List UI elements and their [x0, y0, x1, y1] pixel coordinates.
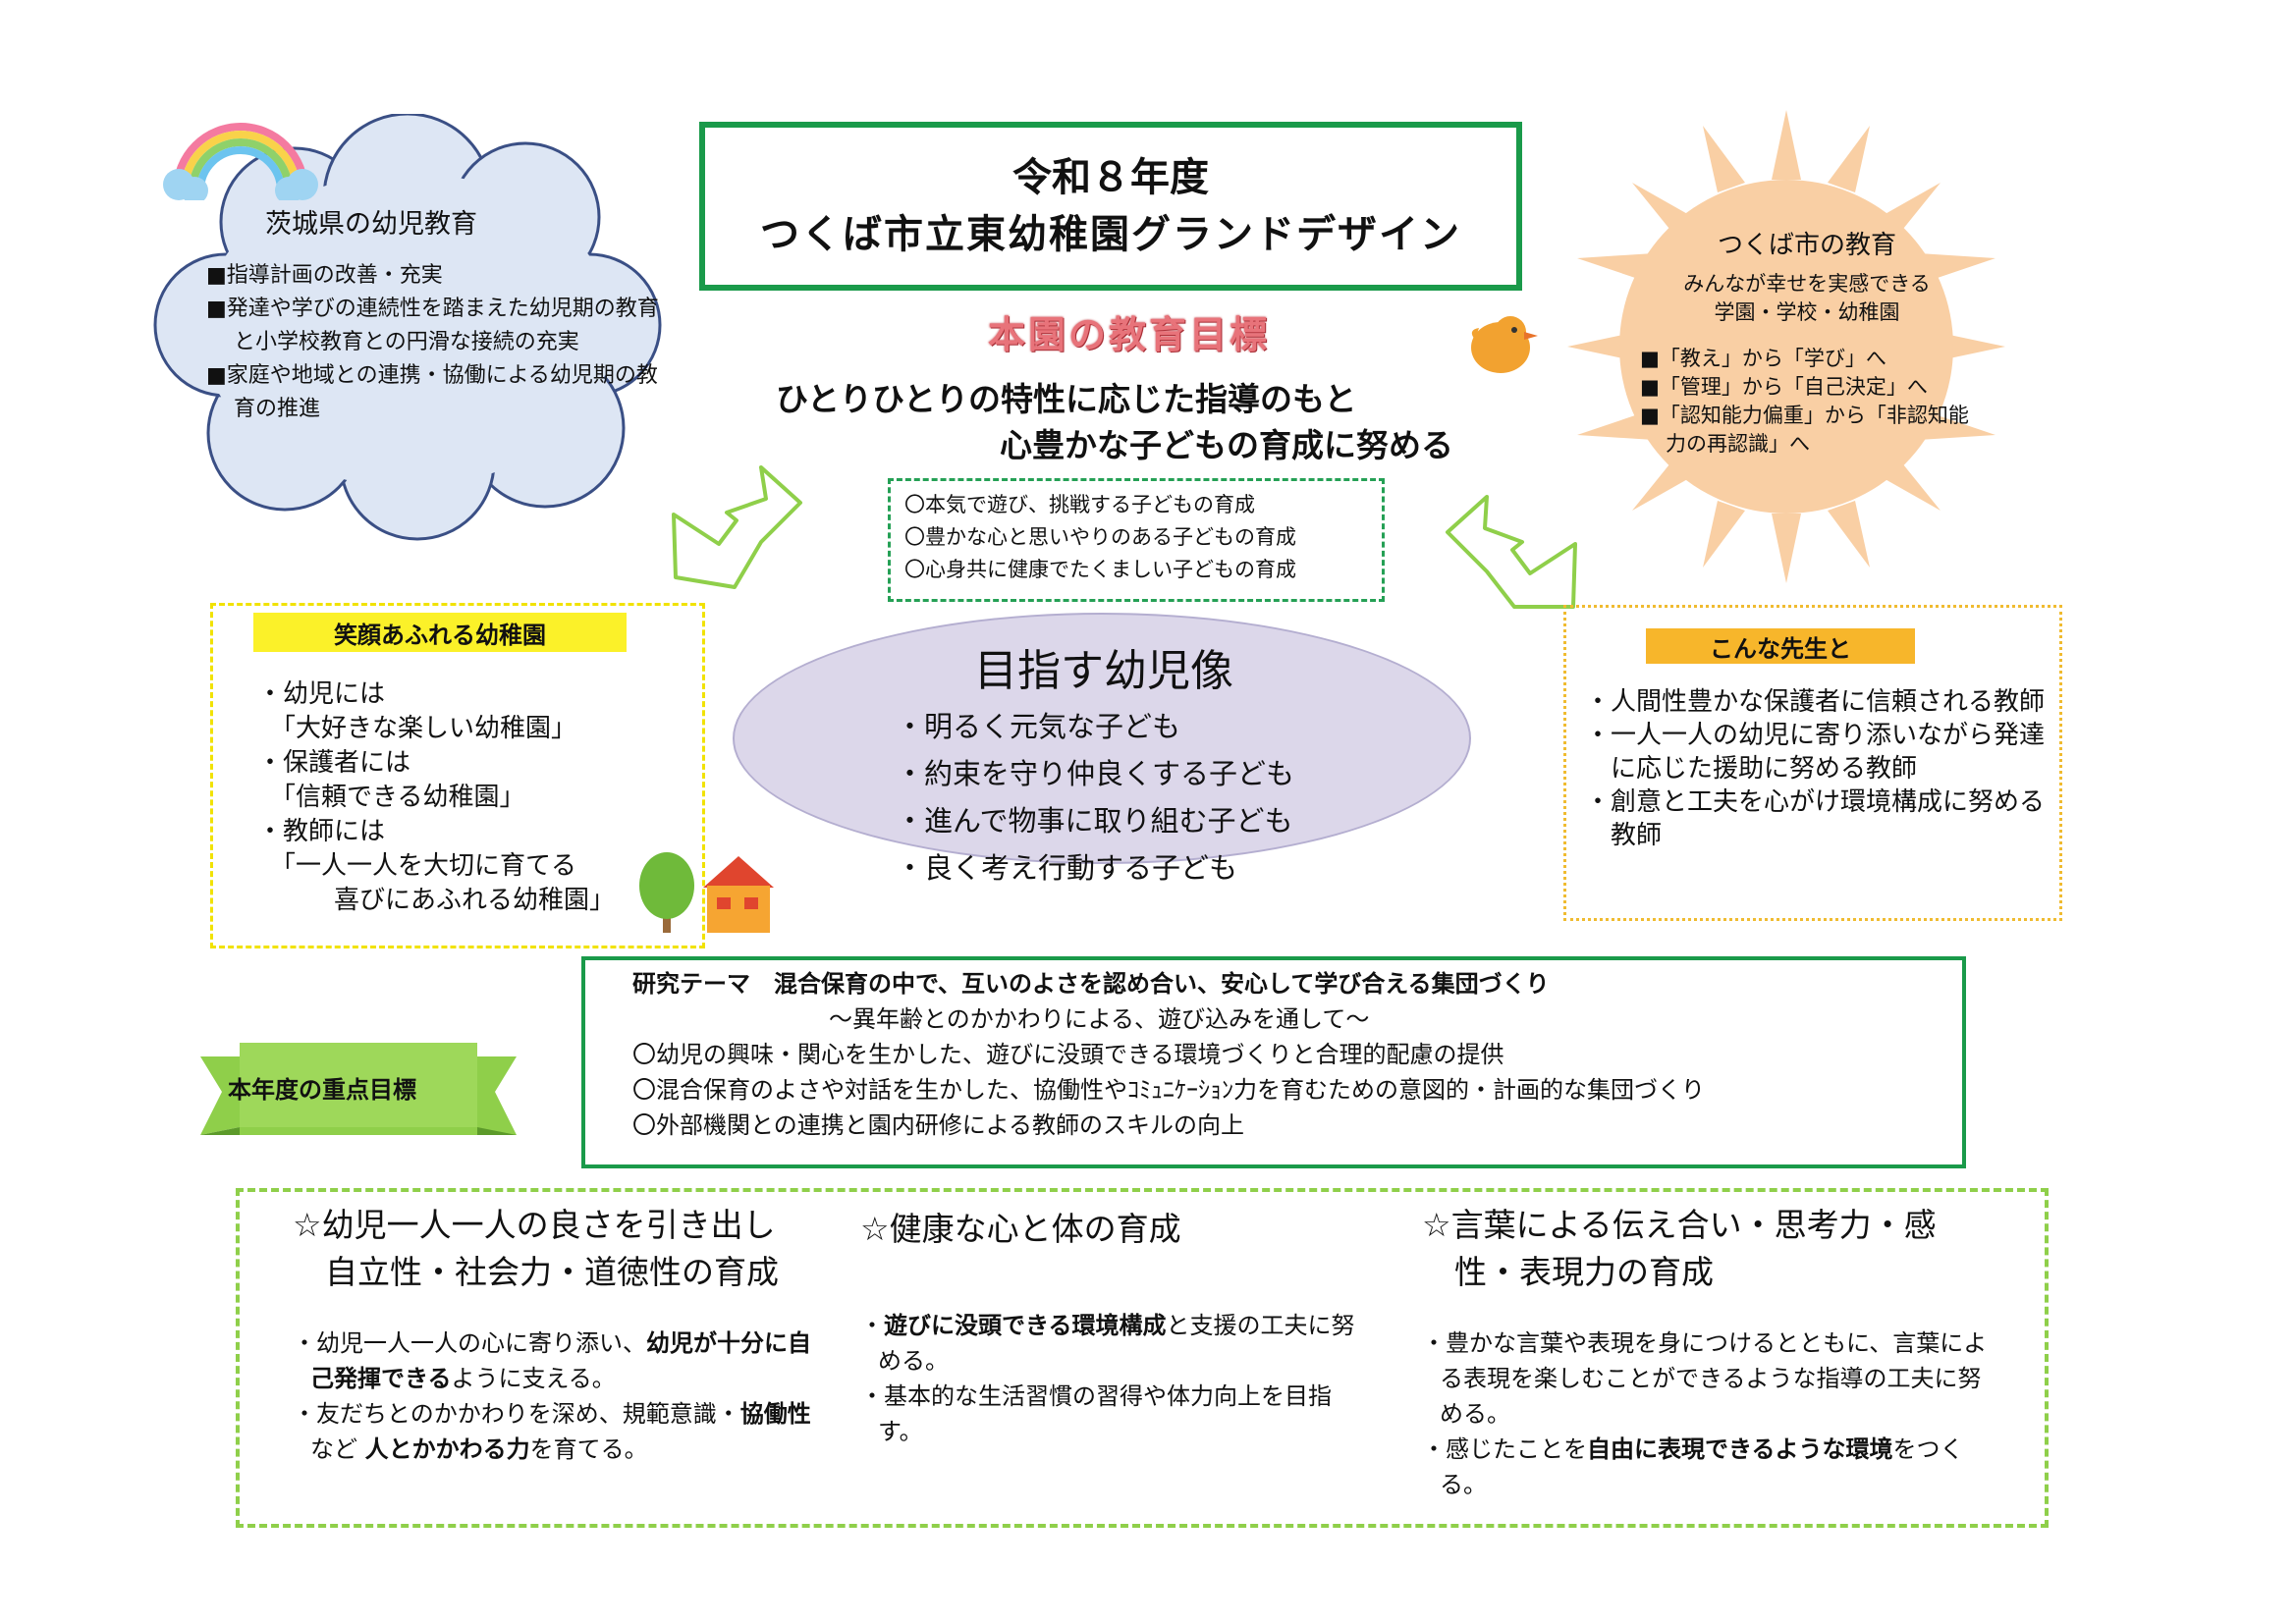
focus-col2-item: ・遊びに没頭できる環境構成と支援の工夫に努める。: [860, 1312, 1355, 1375]
research-theme-title: 研究テーマ 混合保育の中で、互いのよさを認め合い、安心して学び合える集団づくり: [632, 970, 1550, 998]
vision-item: ・約束を守り仲良くする子ども: [896, 757, 1295, 790]
goal-items-box: 〇本気で遊び、挑戦する子どもの育成 〇豊かな心と思いやりのある子どもの育成 〇心…: [888, 478, 1385, 602]
focus-col1-heading-2: 自立性・社会力・道徳性の育成: [293, 1253, 779, 1291]
focus-banner-label: 本年度の重点目標: [228, 1076, 416, 1104]
focus-col1-item: ・友だちとのかかわりを深め、規範意識・協働性など 人とかかわる力を育てる。: [293, 1400, 811, 1463]
teacher-item: ・一人一人の幼児に寄り添いながら発達に応じた援助に努める教師: [1585, 721, 2046, 784]
focus-column-2: ☆健康な心と体の育成 ・遊びに没頭できる環境構成と支援の工夫に努める。 ・基本的…: [860, 1206, 1371, 1449]
focus-col3-item: ・豊かな言葉や表現を身につけるとともに、言葉による表現を楽しむことができるような…: [1422, 1329, 1988, 1428]
focus-box: [236, 1188, 2049, 1528]
research-theme-box: 研究テーマ 混合保育の中で、互いのよさを認め合い、安心して学び合える集団づくり …: [581, 956, 1966, 1168]
goal-item: 〇本気で遊び、挑戦する子どもの育成: [904, 493, 1255, 516]
tsukuba-section: つくば市の教育 みんなが幸せを実感できる 学園・学校・幼稚園 ■「教え」から「学…: [1640, 232, 1974, 459]
smile-text: ・幼児には 「大好きな楽しい幼稚園」 ・保護者には 「信頼できる幼稚園」 ・教師…: [257, 677, 615, 918]
research-theme-subtitle: ～異年齢とのかかわりによる、遊び込みを通して～: [829, 1005, 1370, 1033]
vision-item: ・良く考え行動する子ども: [896, 851, 1238, 885]
teacher-box: [1563, 605, 2062, 921]
focus-col3-heading-2: 性・表現力の育成: [1422, 1253, 1714, 1291]
vision-ellipse: [733, 613, 1471, 864]
cloud-shape: [153, 114, 662, 541]
focus-col3-item: ・感じたことを自由に表現できるような環境をつくる。: [1422, 1435, 1964, 1498]
vision-item: ・明るく元気な子ども: [896, 710, 1181, 743]
research-theme-item: 〇混合保育のよさや対話を生かした、協働性やｺﾐｭﾆｹｰｼｮﾝ力を育むための意図的…: [632, 1076, 1705, 1104]
goal-item: 〇心身共に健康でたくましい子どもの育成: [904, 558, 1296, 581]
tsukuba-line-1: みんなが幸せを実感できる: [1683, 272, 1931, 296]
ibaraki-item: ■指導計画の改善・充実: [206, 263, 443, 288]
ibaraki-item: ■家庭や地域との連携・協働による幼児期の教育の推進: [206, 363, 658, 421]
tree-house-icon: [639, 852, 774, 933]
smile-line: 喜びにあふれる幼稚園」: [257, 886, 616, 915]
teacher-item: ・人間性豊かな保護者に信頼される教師: [1585, 687, 2046, 717]
arrow-down-left-icon: [672, 465, 802, 589]
tsukuba-line-2: 学園・学校・幼稚園: [1714, 300, 1900, 324]
smile-line: 「大好きな楽しい幼稚園」: [257, 714, 577, 743]
goal-item: 〇豊かな心と思いやりのある子どもの育成: [904, 525, 1296, 549]
research-theme-item: 〇幼児の興味・関心を生かした、遊びに没頭できる環境づくりと合理的配慮の提供: [632, 1041, 1504, 1068]
tsukuba-item: ■「認知能力偏重」から「非認知能力の再認識」へ: [1640, 404, 1969, 456]
smile-line: ・幼児には: [257, 679, 386, 709]
bird-icon: [1471, 316, 1538, 373]
sun-shape: [1567, 110, 2005, 583]
goal-line-2: 心豊かな子どもの育成に努める: [1000, 426, 1453, 464]
focus-col2-item: ・基本的な生活習慣の習得や体力向上を目指す。: [860, 1382, 1332, 1445]
teacher-text: ・人間性豊かな保護者に信頼される教師 ・一人一人の幼児に寄り添いながら発達に応じ…: [1585, 685, 2056, 852]
ibaraki-section: 茨城県の幼児教育 ■指導計画の改善・充実 ■発達や学びの連続性を踏まえた幼児期の…: [206, 208, 678, 426]
focus-banner-shape: [200, 1043, 517, 1135]
title-box: 令和８年度 つくば市立東幼稚園グランドデザイン: [699, 122, 1522, 291]
smile-line: ・教師には: [257, 817, 386, 846]
vision-heading: 目指す幼児像: [974, 646, 1233, 696]
title-year: 令和８年度: [1012, 155, 1209, 200]
focus-col1-heading-1: ☆幼児一人一人の良さを引き出し: [293, 1206, 776, 1244]
focus-column-3: ☆言葉による伝え合い・思考力・感 性・表現力の育成 ・豊かな言葉や表現を身につけ…: [1422, 1202, 1992, 1502]
focus-col2-heading: ☆健康な心と体の育成: [860, 1210, 1181, 1248]
tsukuba-item: ■「管理」から「自己決定」へ: [1640, 375, 1928, 399]
smile-line: 「信頼できる幼稚園」: [257, 783, 525, 812]
ibaraki-item: ■発達や学びの連続性を踏まえた幼児期の教育と小学校教育との円滑な接続の充実: [206, 297, 659, 354]
research-theme-item: 〇外部機関との連携と園内研修による教師のスキルの向上: [632, 1111, 1245, 1139]
focus-column-1: ☆幼児一人一人の良さを引き出し 自立性・社会力・道徳性の育成 ・幼児一人一人の心…: [293, 1202, 823, 1467]
tsukuba-item: ■「教え」から「学び」へ: [1640, 347, 1886, 370]
title-main: つくば市立東幼稚園グランドデザイン: [760, 212, 1461, 257]
focus-col1-item: ・幼児一人一人の心に寄り添い、幼児が十分に自己発揮できるように支える。: [293, 1329, 811, 1392]
tsukuba-heading: つくば市の教育: [1717, 231, 1896, 260]
smile-line: 「一人一人を大切に育てる: [257, 851, 577, 881]
rainbow-icon: [163, 123, 318, 200]
goal-line-1: ひとりひとりの特性に応じた指導のもと: [776, 380, 1357, 418]
goal-heading: 本園の教育目標: [988, 313, 1271, 356]
smile-tag: 笑顔あふれる幼稚園: [253, 613, 627, 652]
focus-col3-heading-1: ☆言葉による伝え合い・思考力・感: [1422, 1206, 1937, 1244]
vision-item: ・進んで物事に取り組む子ども: [896, 804, 1293, 838]
arrow-down-right-icon: [1446, 495, 1577, 609]
teacher-item: ・創意と工夫を心がけ環境構成に努める教師: [1585, 787, 2046, 850]
smile-line: ・保護者には: [257, 748, 411, 778]
vision-text: 目指す幼児像 ・明るく元気な子ども ・約束を守り仲良くする子ども ・進んで物事に…: [896, 640, 1294, 892]
teacher-tag: こんな先生と: [1646, 628, 1915, 664]
ibaraki-heading: 茨城県の幼児教育: [265, 209, 477, 240]
smile-box: [210, 603, 705, 948]
